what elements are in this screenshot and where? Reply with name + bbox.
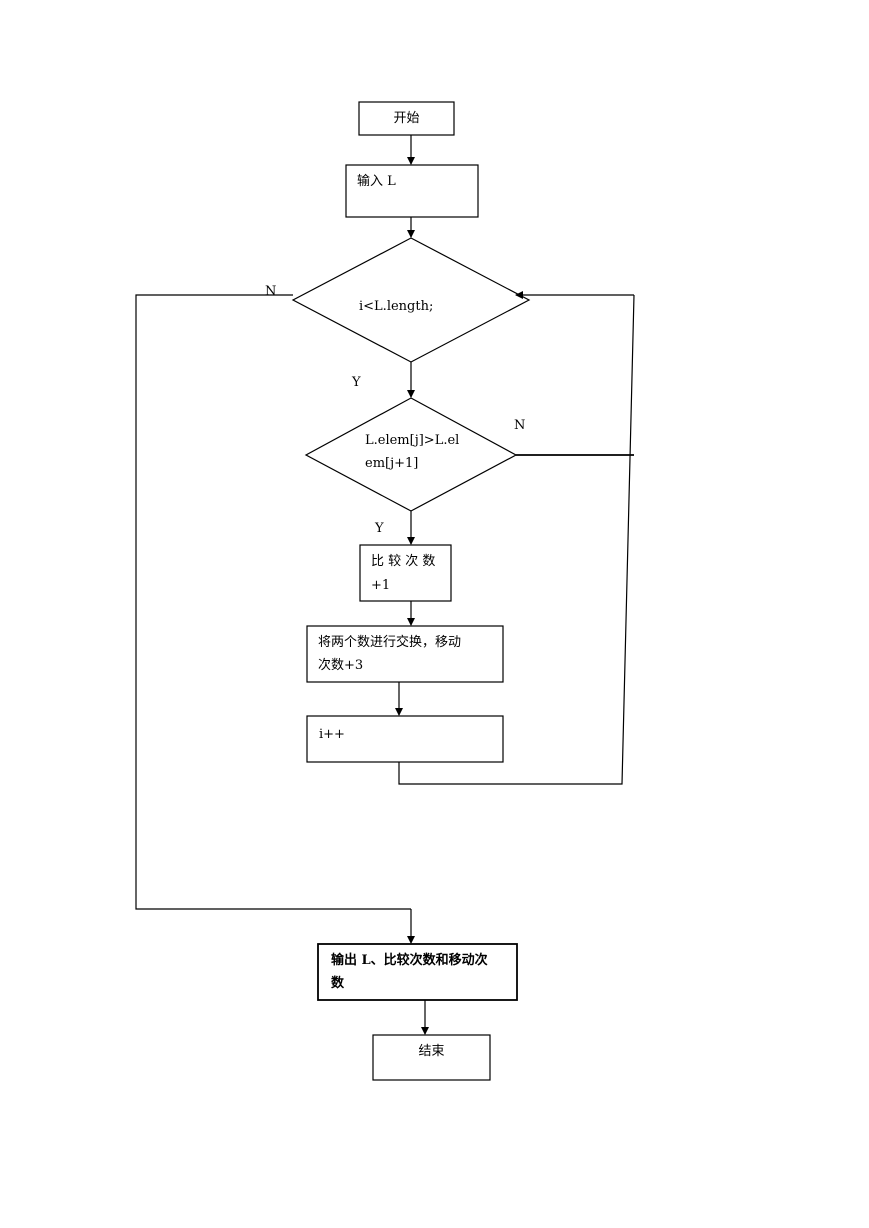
compare-count-box — [359, 544, 452, 602]
line-loop-no-exit — [135, 294, 411, 910]
edge-label-compare-no: N — [514, 418, 526, 433]
input-box — [345, 164, 479, 218]
increment-box — [306, 715, 504, 763]
edge-label-compare-yes: Y — [375, 521, 384, 536]
line-increment-loop-back — [398, 294, 635, 785]
end-box — [372, 1034, 491, 1081]
end-label: 结束 — [418, 1044, 445, 1059]
compare-count-line-1: 比 较 次 数 — [371, 554, 436, 569]
edge-label-loop-yes: Y — [352, 375, 361, 390]
edge-label-loop-no: N — [265, 284, 277, 299]
increment-label: i++ — [319, 727, 345, 742]
compare-count-line-2: +1 — [371, 578, 391, 593]
compare-condition-line-1: L.elem[j]>L.el — [365, 433, 460, 448]
start-label: 开始 — [393, 111, 420, 126]
output-line-2: 数 — [331, 976, 345, 991]
compare-condition-line-2: em[j+1] — [365, 456, 419, 471]
input-label: 输入 L — [357, 174, 396, 189]
swap-box — [306, 625, 504, 683]
output-box — [317, 943, 518, 1001]
output-line-1: 输出 L、比较次数和移动次 — [331, 953, 488, 968]
start-box — [358, 101, 455, 136]
swap-line-2: 次数+3 — [318, 658, 364, 673]
swap-line-1: 将两个数进行交换，移动 — [318, 635, 462, 650]
loop-condition-label: i<L.length; — [359, 299, 434, 314]
